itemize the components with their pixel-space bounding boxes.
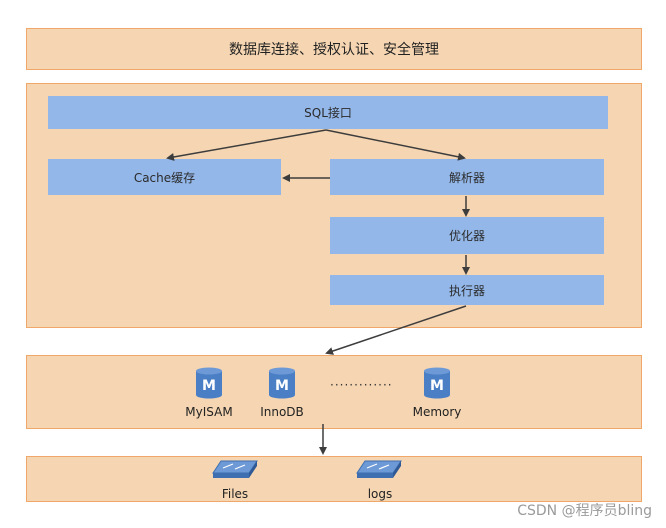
- storage-label-logs: logs: [367, 487, 393, 501]
- sql-interface-box: SQL接口: [48, 96, 608, 129]
- arrow-sql-to-cache: [166, 129, 327, 161]
- arrow-executor-to-engines: [325, 305, 467, 355]
- svg-text:M: M: [202, 378, 216, 394]
- svg-text:M: M: [430, 378, 444, 394]
- parser-box: 解析器: [330, 159, 604, 195]
- executor-box: 执行器: [330, 275, 604, 305]
- logs-storage-icon: [355, 459, 403, 485]
- engine-label-myisam: MyISAM: [185, 405, 233, 419]
- storage-layer: [26, 456, 642, 502]
- engine-layer: [26, 355, 642, 429]
- optimizer-box: 优化器: [330, 217, 604, 254]
- engine-label-innodb: InnoDB: [260, 405, 304, 419]
- arrow-sql-to-parser: [325, 129, 466, 161]
- connection-layer: 数据库连接、授权认证、安全管理: [26, 28, 642, 70]
- cache-box: Cache缓存: [48, 159, 281, 195]
- myisam-db-icon: M: [195, 367, 223, 403]
- connection-layer-title: 数据库连接、授权认证、安全管理: [229, 42, 439, 58]
- memory-db-icon: M: [423, 367, 451, 403]
- watermark: CSDN @程序员bling: [517, 503, 652, 519]
- files-storage-icon: [211, 459, 259, 485]
- storage-label-files: Files: [221, 487, 249, 501]
- svg-text:M: M: [275, 378, 289, 394]
- innodb-db-icon: M: [268, 367, 296, 403]
- engine-ellipsis: ·············: [330, 378, 393, 392]
- engine-label-memory: Memory: [412, 405, 462, 419]
